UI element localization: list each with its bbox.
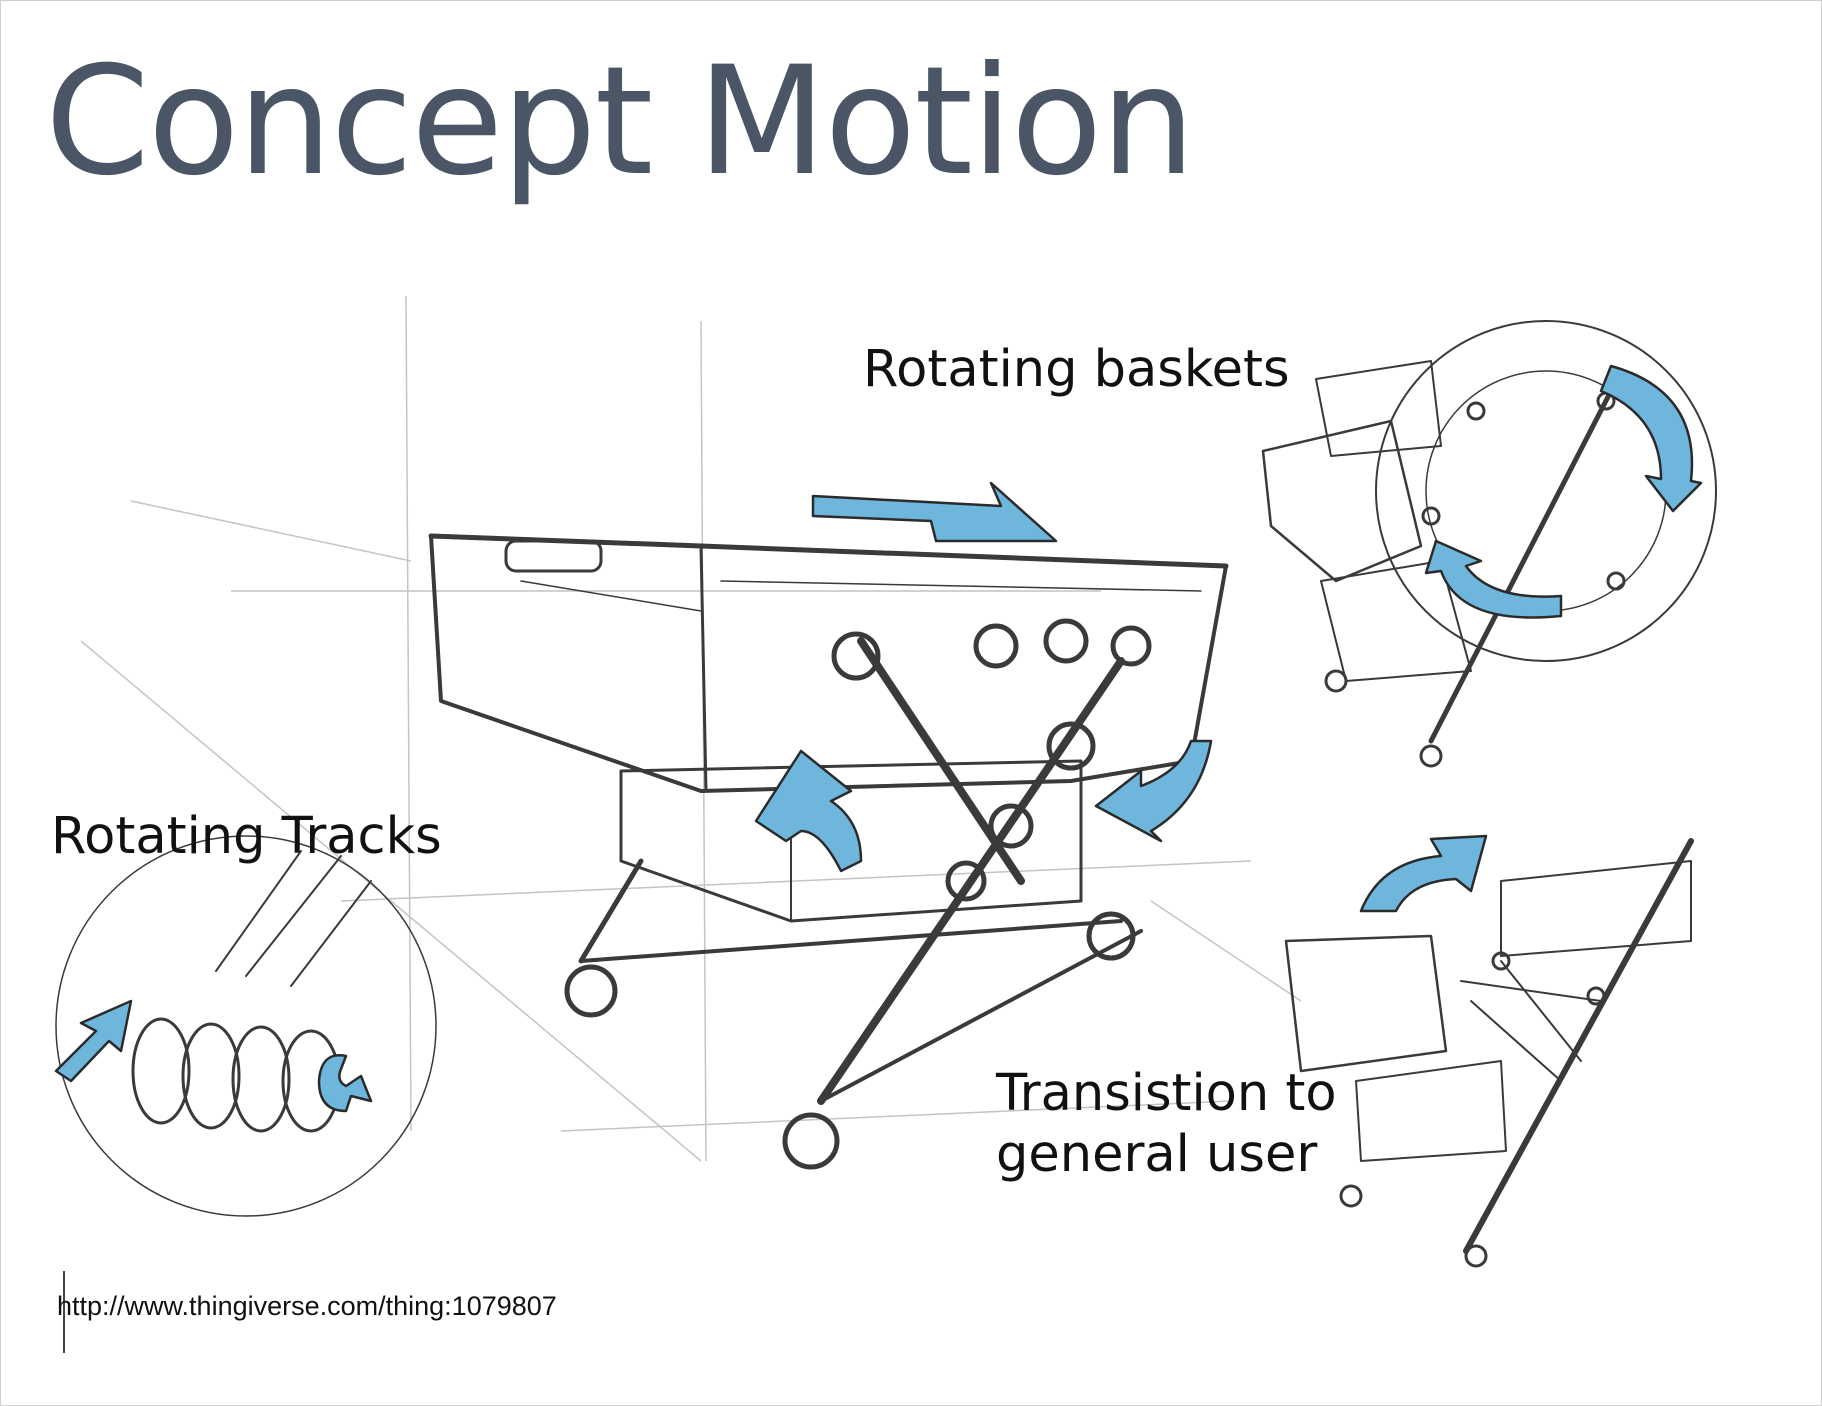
- slide-title: Concept Motion: [45, 35, 1196, 209]
- transition-label-line-2: general user: [996, 1125, 1318, 1185]
- source-url: http://www.thingiverse.com/thing:1079807: [57, 1291, 557, 1321]
- right-arrow-icon: [811, 481, 1058, 543]
- construction-lines: [80, 295, 1302, 1162]
- counterclockwise-arrow-icon: [1424, 539, 1563, 619]
- curved-up-arrow-icon: [1359, 834, 1488, 913]
- transition-label-line-1: Transistion to: [996, 1064, 1337, 1123]
- rotate-down-arrow-icon: [1094, 739, 1213, 843]
- spin-arrow-icon: [317, 1054, 373, 1113]
- track-rotation-arrows: [54, 999, 373, 1113]
- transition-cart-sketch: [1284, 838, 1694, 1268]
- rotating-tracks-sketch: [55, 835, 437, 1217]
- transition-arrow: [1359, 834, 1488, 913]
- transition-label: Transistion to general user: [996, 1063, 1337, 1185]
- text-cursor-mark: [63, 1271, 65, 1353]
- clockwise-arrow-icon: [1599, 364, 1703, 513]
- rotate-up-arrow-icon: [754, 749, 863, 873]
- basket-rotation-arrows: [1424, 364, 1703, 619]
- up-right-arrow-icon: [54, 999, 133, 1083]
- rotating-tracks-label: Rotating Tracks: [51, 807, 442, 866]
- cart-motion-arrows: [754, 481, 1213, 873]
- rotating-baskets-label: Rotating baskets: [863, 340, 1290, 399]
